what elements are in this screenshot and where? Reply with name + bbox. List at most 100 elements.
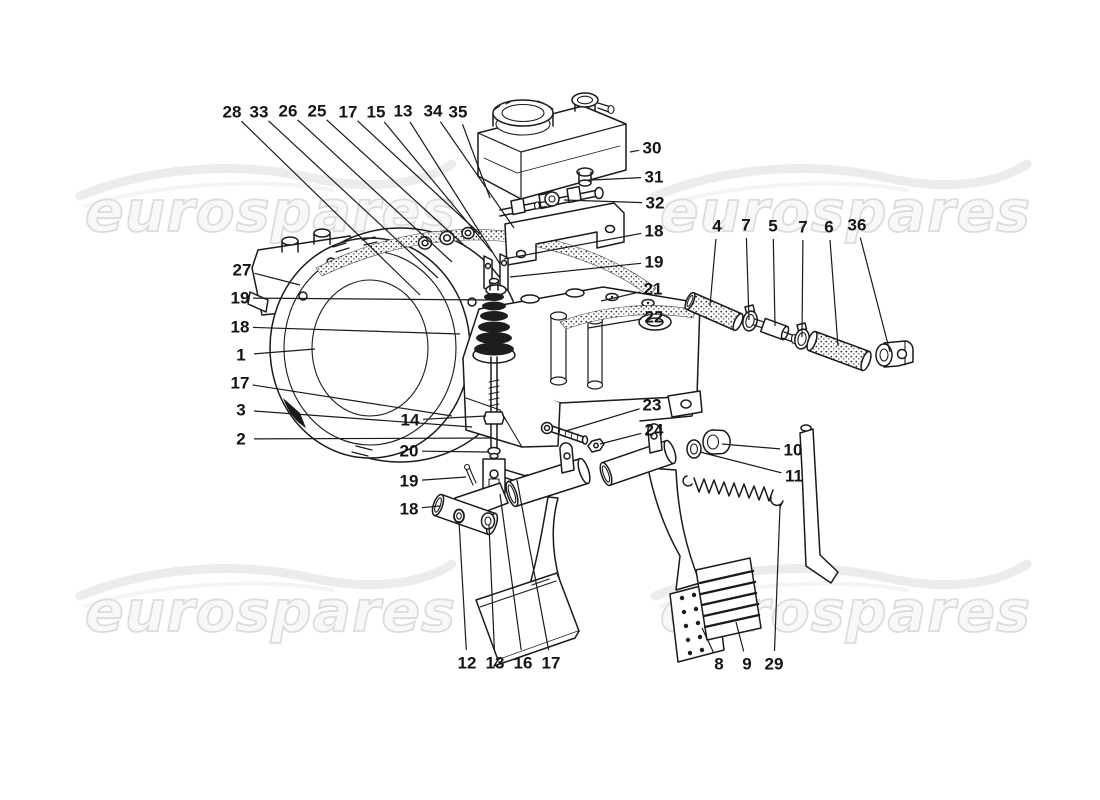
callout-leader-22 [587, 318, 642, 329]
callout-label-29: 29 [765, 655, 784, 674]
callout-leader-29 [773, 506, 781, 652]
callout-leader-14 [422, 415, 487, 420]
callout-leader-3 [253, 410, 473, 428]
callout-leader-6 [829, 239, 839, 347]
callout-label-33: 33 [250, 103, 269, 122]
brake-booster [269, 227, 523, 463]
callout-label-15: 15 [367, 103, 386, 122]
callout-leader-28 [240, 120, 421, 296]
callout-leader-19 [421, 476, 467, 481]
callout-label-17: 17 [231, 374, 250, 393]
bellows-boot [472, 277, 516, 364]
callout-leader-12 [458, 520, 467, 651]
callout-label-22: 22 [645, 308, 664, 327]
callout-label-26: 26 [279, 102, 298, 121]
callout-label-3: 3 [236, 401, 245, 420]
pushrod-yoke [467, 253, 509, 307]
callout-label-2: 2 [236, 430, 245, 449]
callout-label-1: 1 [236, 346, 245, 365]
watermark-text: eurospares [85, 179, 453, 245]
callout-label-18: 18 [231, 318, 250, 337]
callout-label-19: 19 [400, 472, 419, 491]
callout-leader-31 [591, 177, 642, 181]
callout-label-16: 16 [514, 654, 533, 673]
brake-pedal [599, 423, 731, 591]
return-spring [682, 475, 784, 508]
callout-leader-10 [721, 443, 781, 450]
clutch-pedal [475, 442, 591, 667]
callout-label-14: 14 [401, 411, 420, 430]
callout-leader-30 [629, 149, 640, 153]
callout-label-9: 9 [742, 655, 751, 674]
callout-label-13: 13 [486, 654, 505, 673]
callout-label-35: 35 [449, 103, 468, 122]
watermark-text: eurospares [660, 179, 1028, 245]
callout-leader-36 [859, 237, 891, 353]
callout-label-12: 12 [458, 654, 477, 673]
watermark-text: eurospares [85, 579, 453, 645]
callout-leader-34 [439, 121, 515, 229]
callout-leader-19 [509, 262, 642, 278]
callout-leader-17 [252, 384, 453, 417]
callout-label-4: 4 [712, 217, 722, 236]
callout-leader-4 [709, 238, 717, 307]
spacer-tube-group [431, 482, 509, 536]
callout-label-31: 31 [645, 168, 664, 187]
callout-label-19: 19 [645, 253, 664, 272]
stop-bracket [799, 424, 839, 584]
pedal-box [462, 286, 703, 448]
callout-label-10: 10 [784, 441, 803, 460]
callout-leader-13 [409, 121, 501, 265]
callout-label-18: 18 [400, 500, 419, 519]
callout-leader-25 [326, 119, 467, 248]
callout-label-36: 36 [848, 216, 867, 235]
callout-label-21: 21 [644, 280, 663, 299]
callout-label-20: 20 [400, 442, 419, 461]
callout-leader-11 [699, 451, 782, 474]
callout-label-17: 17 [339, 103, 358, 122]
callout-leader-21 [600, 291, 641, 302]
mc-bracket [504, 202, 625, 266]
callout-leader-20 [421, 450, 489, 453]
callout-leader-17 [357, 120, 481, 235]
callout-label-19: 19 [231, 289, 250, 308]
exploded-drawing [247, 92, 914, 667]
callout-label-23: 23 [643, 396, 662, 415]
callout-leader-15 [383, 121, 493, 253]
bracket-hole [604, 224, 616, 234]
callout-label-5: 5 [768, 217, 777, 236]
callout-label-25: 25 [308, 102, 327, 121]
callout-label-7: 7 [798, 218, 807, 237]
callout-leader-18 [421, 505, 441, 509]
callout-leader-35 [461, 123, 491, 199]
callout-leader-18 [252, 326, 461, 335]
callout-leader-19 [252, 297, 491, 301]
callout-leader-17 [516, 479, 550, 651]
callout-leader-9 [735, 621, 745, 652]
callout-leader-5 [772, 238, 776, 327]
callout-label-11: 11 [785, 467, 803, 486]
callout-leader-26 [297, 119, 453, 263]
adjuster-screw [540, 421, 605, 453]
callout-leader-24 [599, 432, 642, 445]
callout-leader-18 [503, 232, 642, 260]
pedal-pads [669, 557, 762, 663]
callout-label-6: 6 [824, 218, 833, 237]
callout-label-7: 7 [741, 216, 750, 235]
master-cylinder [499, 167, 604, 217]
callout-label-30: 30 [643, 139, 662, 158]
callout-label-24: 24 [645, 421, 664, 440]
callout-leader-1 [253, 348, 316, 355]
callout-leader-7 [801, 239, 804, 338]
callout-label-32: 32 [646, 194, 665, 213]
fluid-reservoir [477, 92, 627, 200]
callout-leader-7 [745, 237, 750, 321]
callout-label-28: 28 [223, 103, 242, 122]
callout-leader-16 [499, 493, 522, 651]
callout-leader-23 [565, 408, 640, 432]
callout-label-13: 13 [394, 102, 413, 121]
callout-label-27: 27 [233, 261, 252, 280]
